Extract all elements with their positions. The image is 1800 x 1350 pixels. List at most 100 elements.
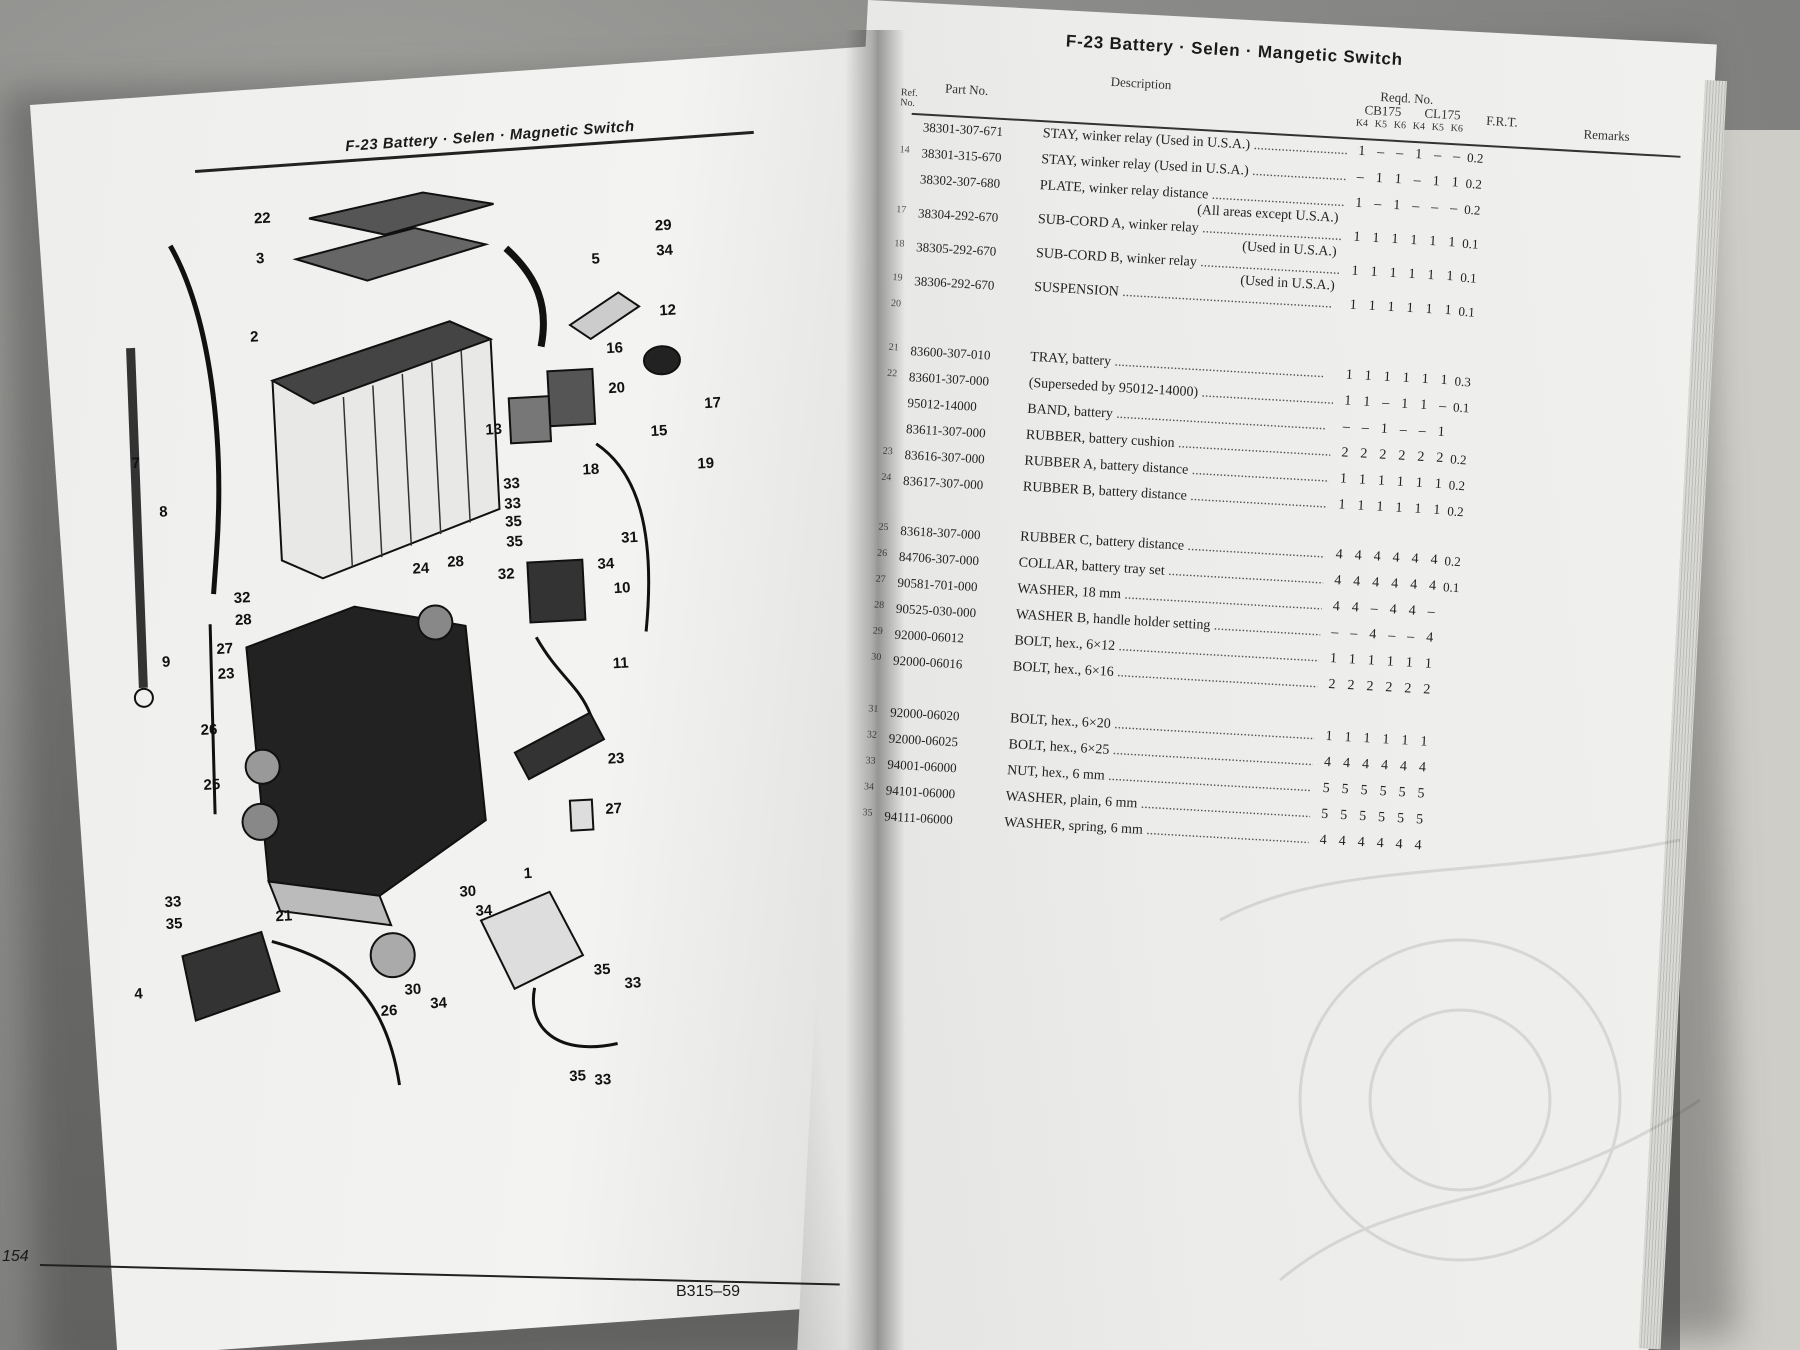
callout-5: 5: [591, 250, 600, 267]
header-remarks: Remarks: [1583, 126, 1631, 144]
quantity: 1: [1353, 229, 1361, 246]
quantity: –: [1418, 423, 1427, 440]
quantity: –: [1376, 144, 1385, 161]
quantity: 4: [1335, 547, 1344, 563]
callout-2: 2: [250, 328, 259, 345]
quantity: 4: [1408, 603, 1417, 619]
part-number: 38301-307-671: [922, 119, 1004, 139]
quantity: 4: [1352, 574, 1361, 590]
cable-eyelet: [133, 687, 154, 708]
quantity: 4: [1323, 754, 1332, 771]
quantity: 1: [1380, 421, 1389, 437]
quantity: –: [1356, 169, 1365, 186]
rubber-26: [244, 748, 281, 785]
frt-value: 0.2: [1444, 553, 1462, 570]
frt-value: 0.1: [1442, 579, 1460, 596]
callout-33d: 33: [624, 974, 642, 992]
quantity: 1: [1409, 232, 1418, 249]
quantity: 1: [1415, 475, 1424, 491]
callout-18: 18: [582, 461, 600, 479]
quantity: 1: [1396, 474, 1405, 490]
quantity: –: [1342, 419, 1351, 435]
quantity: 1: [1413, 501, 1422, 517]
callout-35e: 35: [569, 1067, 587, 1085]
quantity: 1: [1447, 234, 1456, 251]
battery-tray-21: [245, 605, 487, 897]
callout-35d: 35: [593, 961, 611, 979]
frt-value: 0.1: [1459, 269, 1478, 286]
callout-4: 4: [134, 985, 144, 1002]
diagram-svg: 22 3 2 5 29 34 12 16 20 13 17 15 18 19 7…: [126, 191, 721, 1089]
callout-25: 25: [203, 776, 221, 794]
quantity: –: [1411, 198, 1420, 215]
quantity: 4: [1368, 627, 1377, 643]
frt-value: 0.2: [1449, 451, 1467, 468]
quantity: 1: [1345, 367, 1354, 383]
quantity: 1: [1427, 267, 1435, 284]
part-number: 38306-292-670: [913, 273, 995, 293]
callout-13: 13: [485, 421, 503, 439]
quantity: 4: [1418, 760, 1427, 776]
quantity: 1: [1394, 171, 1403, 188]
callout-11: 11: [612, 654, 629, 672]
callout-34c: 34: [475, 902, 493, 920]
callout-26a: 26: [200, 721, 218, 739]
quantity: 1: [1382, 732, 1390, 748]
quantity: –: [1349, 626, 1358, 642]
quantity: 1: [1362, 394, 1371, 410]
quantity: 2: [1365, 679, 1374, 695]
callout-21: 21: [275, 907, 293, 925]
quantity: 1: [1364, 368, 1373, 384]
quantity: 4: [1411, 551, 1420, 567]
quantity: 2: [1397, 448, 1406, 464]
quantity: 1: [1349, 297, 1358, 313]
tray-base: [267, 880, 393, 927]
quantity: –: [1430, 199, 1439, 216]
quantity: [1342, 334, 1361, 335]
quantity: 1: [1363, 731, 1371, 747]
quantity: 1: [1428, 233, 1437, 250]
quantity-cells: 1––1––: [1352, 143, 1467, 165]
rectifier-wire: [271, 940, 401, 1086]
quantity: 1: [1372, 230, 1380, 247]
callout-3: 3: [256, 250, 265, 267]
quantity: 1: [1408, 266, 1416, 283]
frt-value: 0.2: [1466, 149, 1484, 166]
callout-28b: 28: [447, 553, 465, 571]
callout-31: 31: [621, 529, 639, 547]
quantity: 1: [1325, 728, 1333, 745]
callout-30a: 30: [459, 883, 477, 901]
callout-27b: 27: [605, 800, 623, 818]
quantity: 1: [1406, 300, 1414, 317]
callout-10: 10: [613, 579, 631, 597]
subcord-18-19: [595, 442, 651, 632]
switch-lead-11: [534, 636, 592, 716]
callout-35a: 35: [505, 513, 523, 531]
frt-value: 0.2: [1463, 201, 1481, 218]
quantity: 4: [1333, 573, 1342, 589]
quantity: [1380, 336, 1399, 337]
callout-8: 8: [159, 503, 168, 520]
callout-27a: 27: [216, 640, 234, 658]
quantity: 2: [1416, 449, 1425, 465]
quantity: 4: [1399, 759, 1408, 775]
quantity: 1: [1367, 653, 1376, 669]
callout-34: 34: [656, 242, 674, 260]
quantity: 1: [1389, 265, 1397, 282]
quantity: 5: [1360, 782, 1369, 799]
quantity: –: [1330, 625, 1339, 641]
callout-33e: 33: [594, 1071, 612, 1089]
quantity: –: [1427, 604, 1436, 620]
quantity: –: [1361, 420, 1370, 436]
quantity: –: [1413, 172, 1422, 189]
quantity: [1437, 339, 1456, 340]
quantity: 1: [1432, 502, 1441, 518]
callout-34b: 34: [597, 555, 615, 573]
quantity: 4: [1373, 549, 1382, 565]
rubber-25: [241, 802, 280, 841]
washer-26: [369, 932, 416, 979]
callout-34d: 34: [430, 994, 448, 1012]
